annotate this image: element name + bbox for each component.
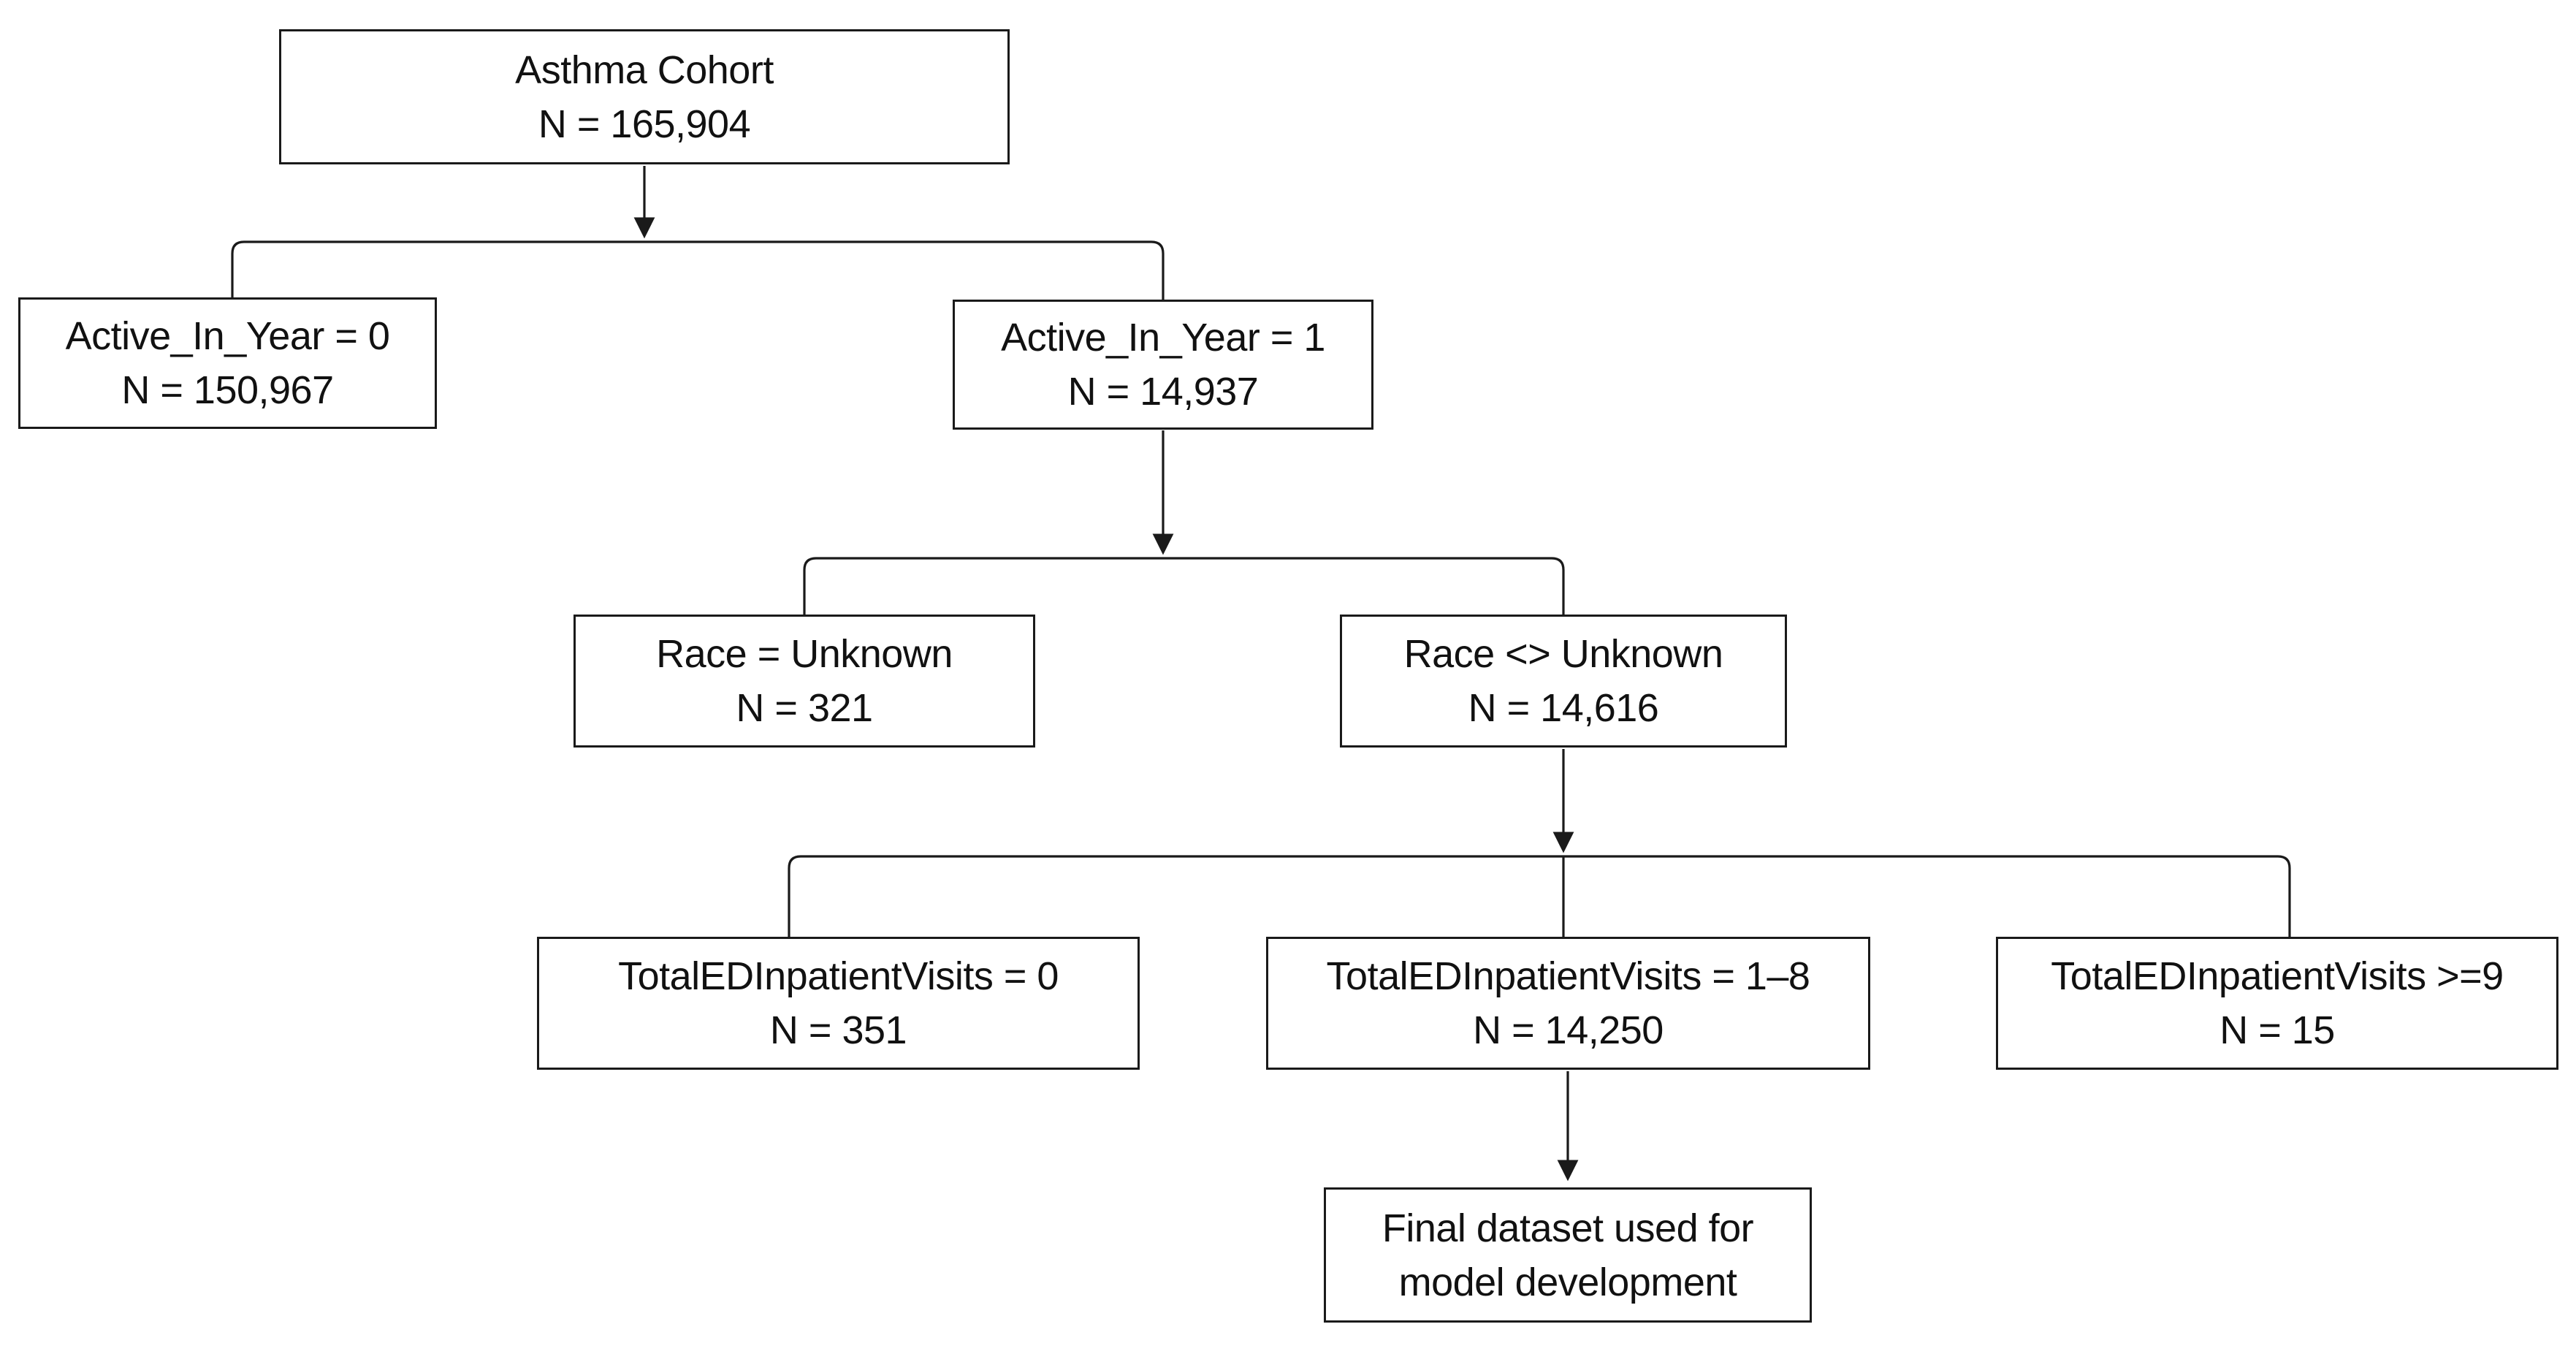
- node-label: model development: [1398, 1260, 1737, 1304]
- node-count: N = 14,250: [1473, 1008, 1664, 1052]
- node-label: Asthma Cohort: [515, 47, 774, 92]
- connector-active1-bracket: [803, 557, 1565, 615]
- node-count: N = 351: [769, 1008, 907, 1052]
- node-label: Race <> Unknown: [1403, 632, 1723, 676]
- node-count: N = 321: [736, 686, 873, 730]
- node-final-dataset: Final dataset used for model development: [1324, 1187, 1812, 1323]
- node-label: Race = Unknown: [656, 632, 953, 676]
- node-count: N = 165,904: [538, 102, 751, 146]
- node-active-in-year-1: Active_In_Year = 1 N = 14,937: [953, 300, 1373, 430]
- node-count: N = 15: [2219, 1008, 2335, 1052]
- node-total-ed-visits-ge9: TotalEDInpatientVisits >=9 N = 15: [1996, 937, 2558, 1070]
- node-count: N = 14,616: [1468, 686, 1659, 730]
- node-total-ed-visits-1-8: TotalEDInpatientVisits = 1–8 N = 14,250: [1266, 937, 1870, 1070]
- node-label: TotalEDInpatientVisits >=9: [2051, 954, 2504, 998]
- node-active-in-year-0: Active_In_Year = 0 N = 150,967: [18, 297, 437, 429]
- connector-root-bracket: [231, 240, 1165, 300]
- node-total-ed-visits-0: TotalEDInpatientVisits = 0 N = 351: [537, 937, 1140, 1070]
- node-label: Active_In_Year = 1: [1001, 316, 1325, 360]
- node-label: Final dataset used for: [1382, 1206, 1754, 1250]
- node-count: N = 14,937: [1067, 370, 1259, 414]
- node-race-unknown: Race = Unknown N = 321: [573, 615, 1035, 748]
- node-count: N = 150,967: [121, 368, 334, 412]
- node-label: TotalEDInpatientVisits = 0: [618, 954, 1059, 998]
- node-label: TotalEDInpatientVisits = 1–8: [1326, 954, 1810, 998]
- connector-race-bracket: [788, 855, 2291, 937]
- node-label: Active_In_Year = 0: [65, 314, 390, 358]
- node-asthma-cohort: Asthma Cohort N = 165,904: [279, 29, 1010, 164]
- node-race-not-unknown: Race <> Unknown N = 14,616: [1340, 615, 1787, 748]
